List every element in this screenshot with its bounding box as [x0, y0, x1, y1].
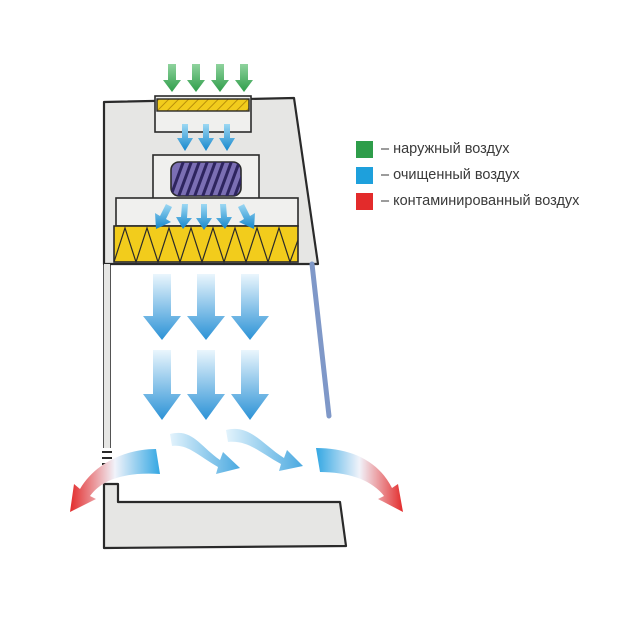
- supply-hepa-filter: [113, 225, 299, 264]
- downflow-arrows-upper: [143, 274, 269, 340]
- exit-arrow-right: [316, 448, 403, 512]
- exhaust-hepa-filter: [156, 98, 250, 112]
- swirl-arrows: [170, 428, 303, 474]
- outside-air-arrows: [163, 64, 253, 92]
- legend: – наружный воздух – очищенный воздух – к…: [356, 136, 579, 214]
- clean-air-arrows-to-fan: [177, 124, 235, 151]
- legend-label: – контаминированный воздух: [381, 193, 580, 209]
- legend-swatch: [356, 192, 373, 210]
- fan: [170, 161, 242, 197]
- legend-item-contaminated-air: – контаминированный воздух: [356, 188, 579, 214]
- legend-item-clean-air: – очищенный воздух: [356, 162, 579, 188]
- front-wall-panel: [104, 264, 110, 448]
- legend-label: – очищенный воздух: [381, 167, 520, 183]
- glass-sash: [309, 261, 332, 419]
- clean-air-arrows-to-filter: [155, 204, 255, 230]
- downflow-arrows-lower: [143, 350, 269, 420]
- work-surface: [102, 482, 348, 550]
- legend-swatch: [356, 166, 373, 184]
- legend-item-outside-air: – наружный воздух: [356, 136, 579, 162]
- legend-swatch: [356, 140, 373, 158]
- legend-label: – наружный воздух: [381, 141, 510, 157]
- exit-arrow-left: [70, 449, 160, 512]
